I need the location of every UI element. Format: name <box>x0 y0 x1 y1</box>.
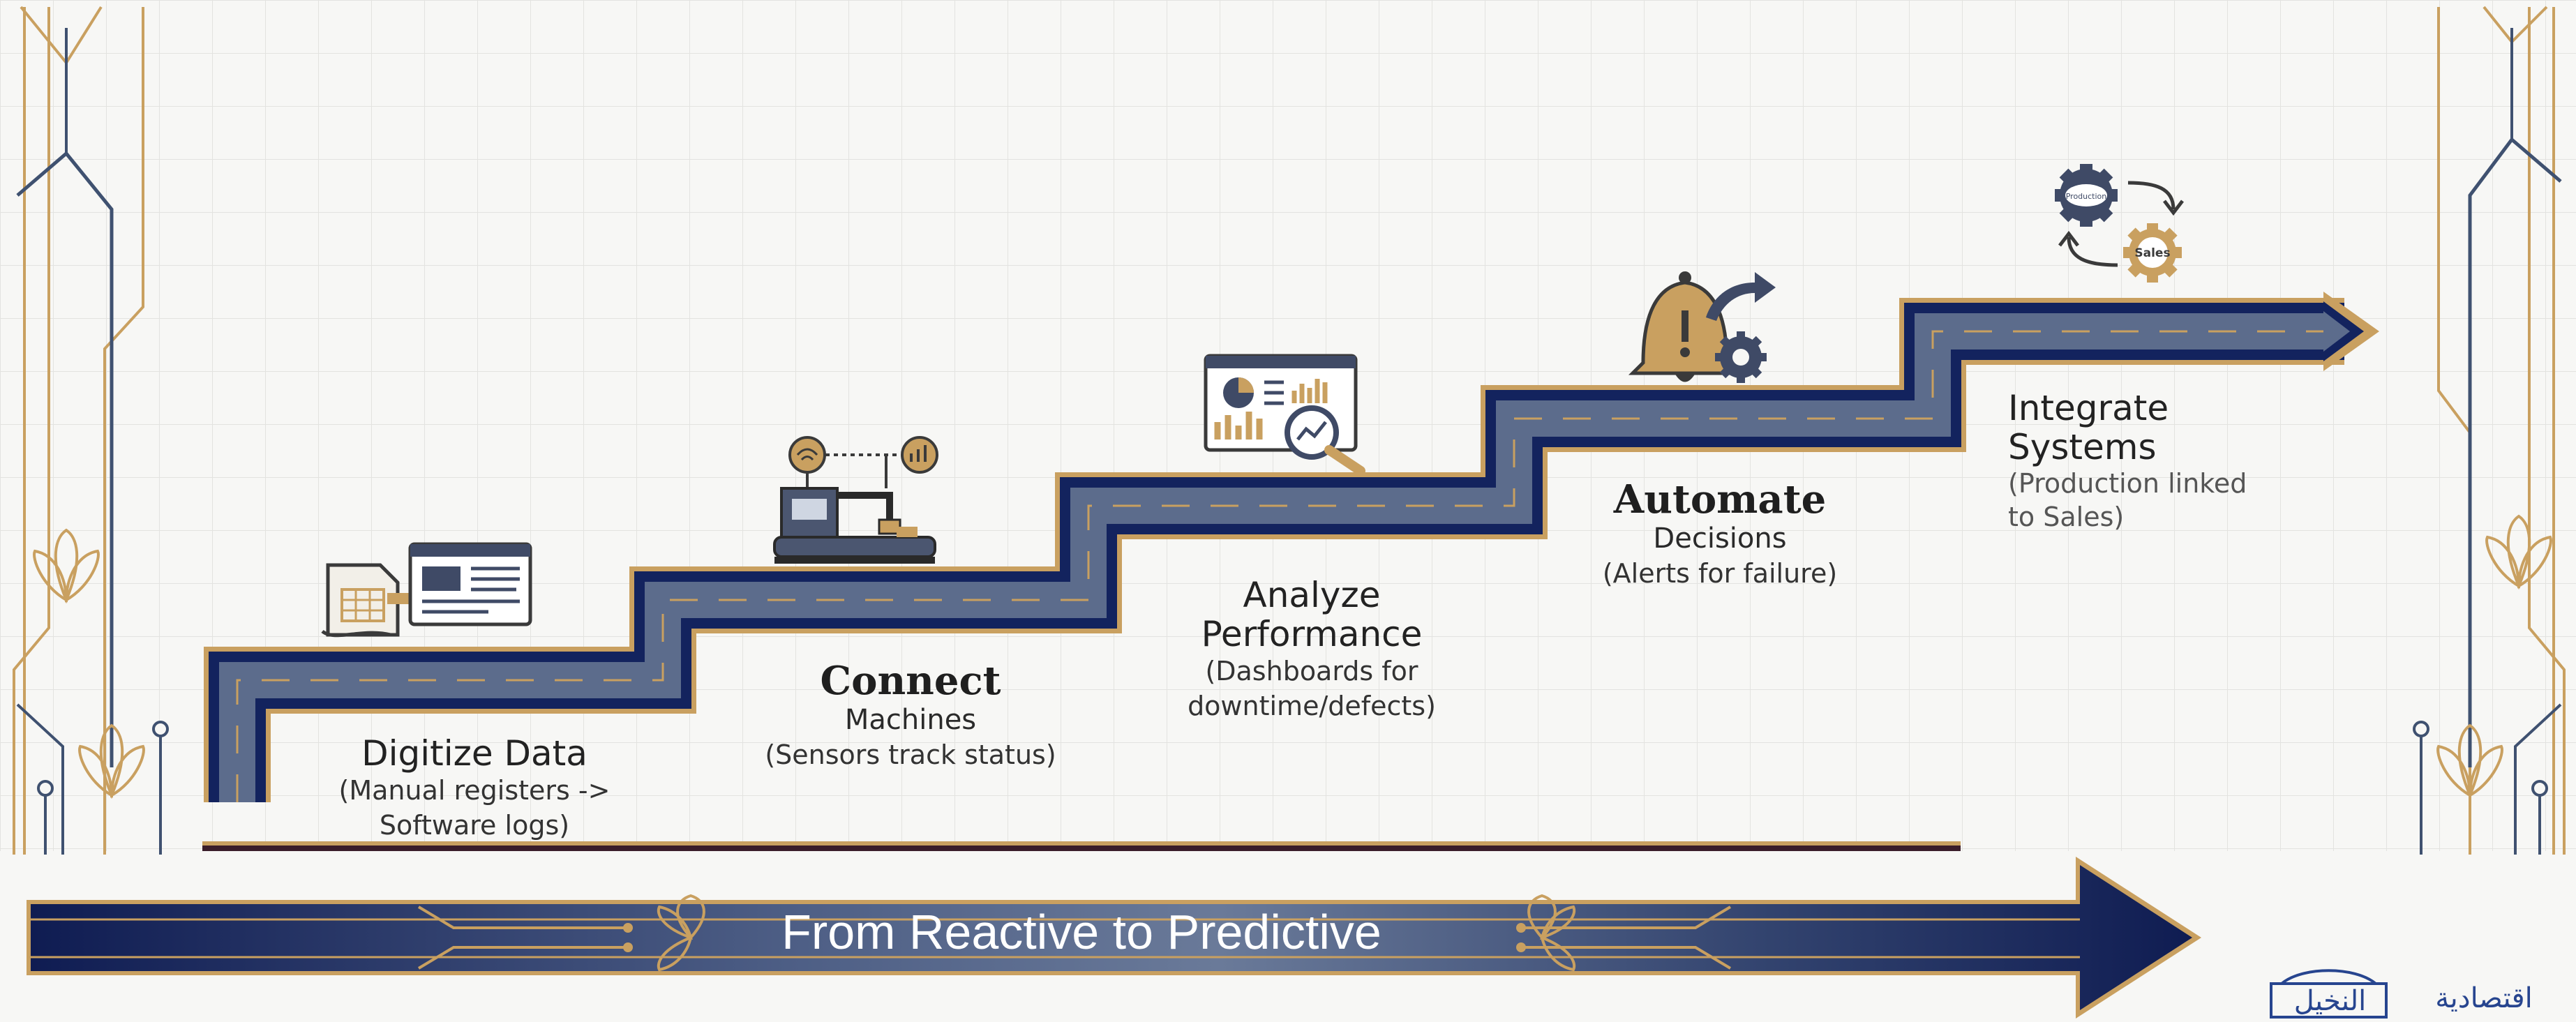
step-automate-decisions: Automate Decisions (Alerts for failure) <box>1563 478 1877 591</box>
step-title: Integrate <box>2008 388 2169 428</box>
step-description: (Manual registers -> <box>338 775 611 806</box>
sales-gear: Sales <box>2123 223 2182 283</box>
step-description: (Production linked <box>2008 468 2247 499</box>
step-integrate-systems: Integrate Systems (Production linked to … <box>2008 389 2315 534</box>
right-ornament <box>2413 6 2566 855</box>
step-digitize-data: Digitize Data (Manual registers -> Softw… <box>307 734 642 843</box>
step-description: to Sales) <box>2008 502 2125 532</box>
left-ornament <box>13 6 169 855</box>
step-title: Automate <box>1613 476 1827 523</box>
step-title: Performance <box>1201 614 1423 654</box>
sensor-machine-icon <box>773 436 938 564</box>
step-title: Systems <box>2008 427 2157 467</box>
dashboard-magnifier-icon <box>1204 354 1365 476</box>
left-logo-text: النخيل <box>2293 985 2367 1017</box>
linked-gears-icon: Production Sales <box>2055 164 2184 283</box>
step-analyze-performance: Analyze Performance (Dashboards for down… <box>1144 576 1479 723</box>
step-subtitle: Machines <box>844 704 977 736</box>
step-description: Software logs) <box>379 810 570 841</box>
banner-label: From Reactive to Predictive <box>781 905 1381 959</box>
step-title: Analyze <box>1243 575 1381 615</box>
step-description: (Dashboards for <box>1205 656 1418 686</box>
production-gear-label: Production <box>2066 192 2107 201</box>
step-subtitle: Decisions <box>1653 523 1787 555</box>
left-logo <box>2270 969 2388 1019</box>
step-description: (Sensors track status) <box>765 739 1056 770</box>
sales-gear-label: Sales <box>2134 246 2170 260</box>
spreadsheet-to-software-icon <box>321 542 532 638</box>
banner-arrow <box>27 857 2201 1019</box>
alert-bell-gear-icon <box>1628 271 1776 383</box>
production-gear: Production <box>2055 164 2118 227</box>
right-logo-text: اقتصادية <box>2435 982 2533 1014</box>
step-title: Digitize Data <box>361 733 587 774</box>
step-description: downtime/defects) <box>1188 691 1436 721</box>
step-connect-machines: Connect Machines (Sensors track status) <box>726 659 1095 772</box>
step-description: (Alerts for failure) <box>1602 558 1838 589</box>
step-title: Connect <box>820 658 1001 704</box>
staircase-path <box>202 292 2379 851</box>
